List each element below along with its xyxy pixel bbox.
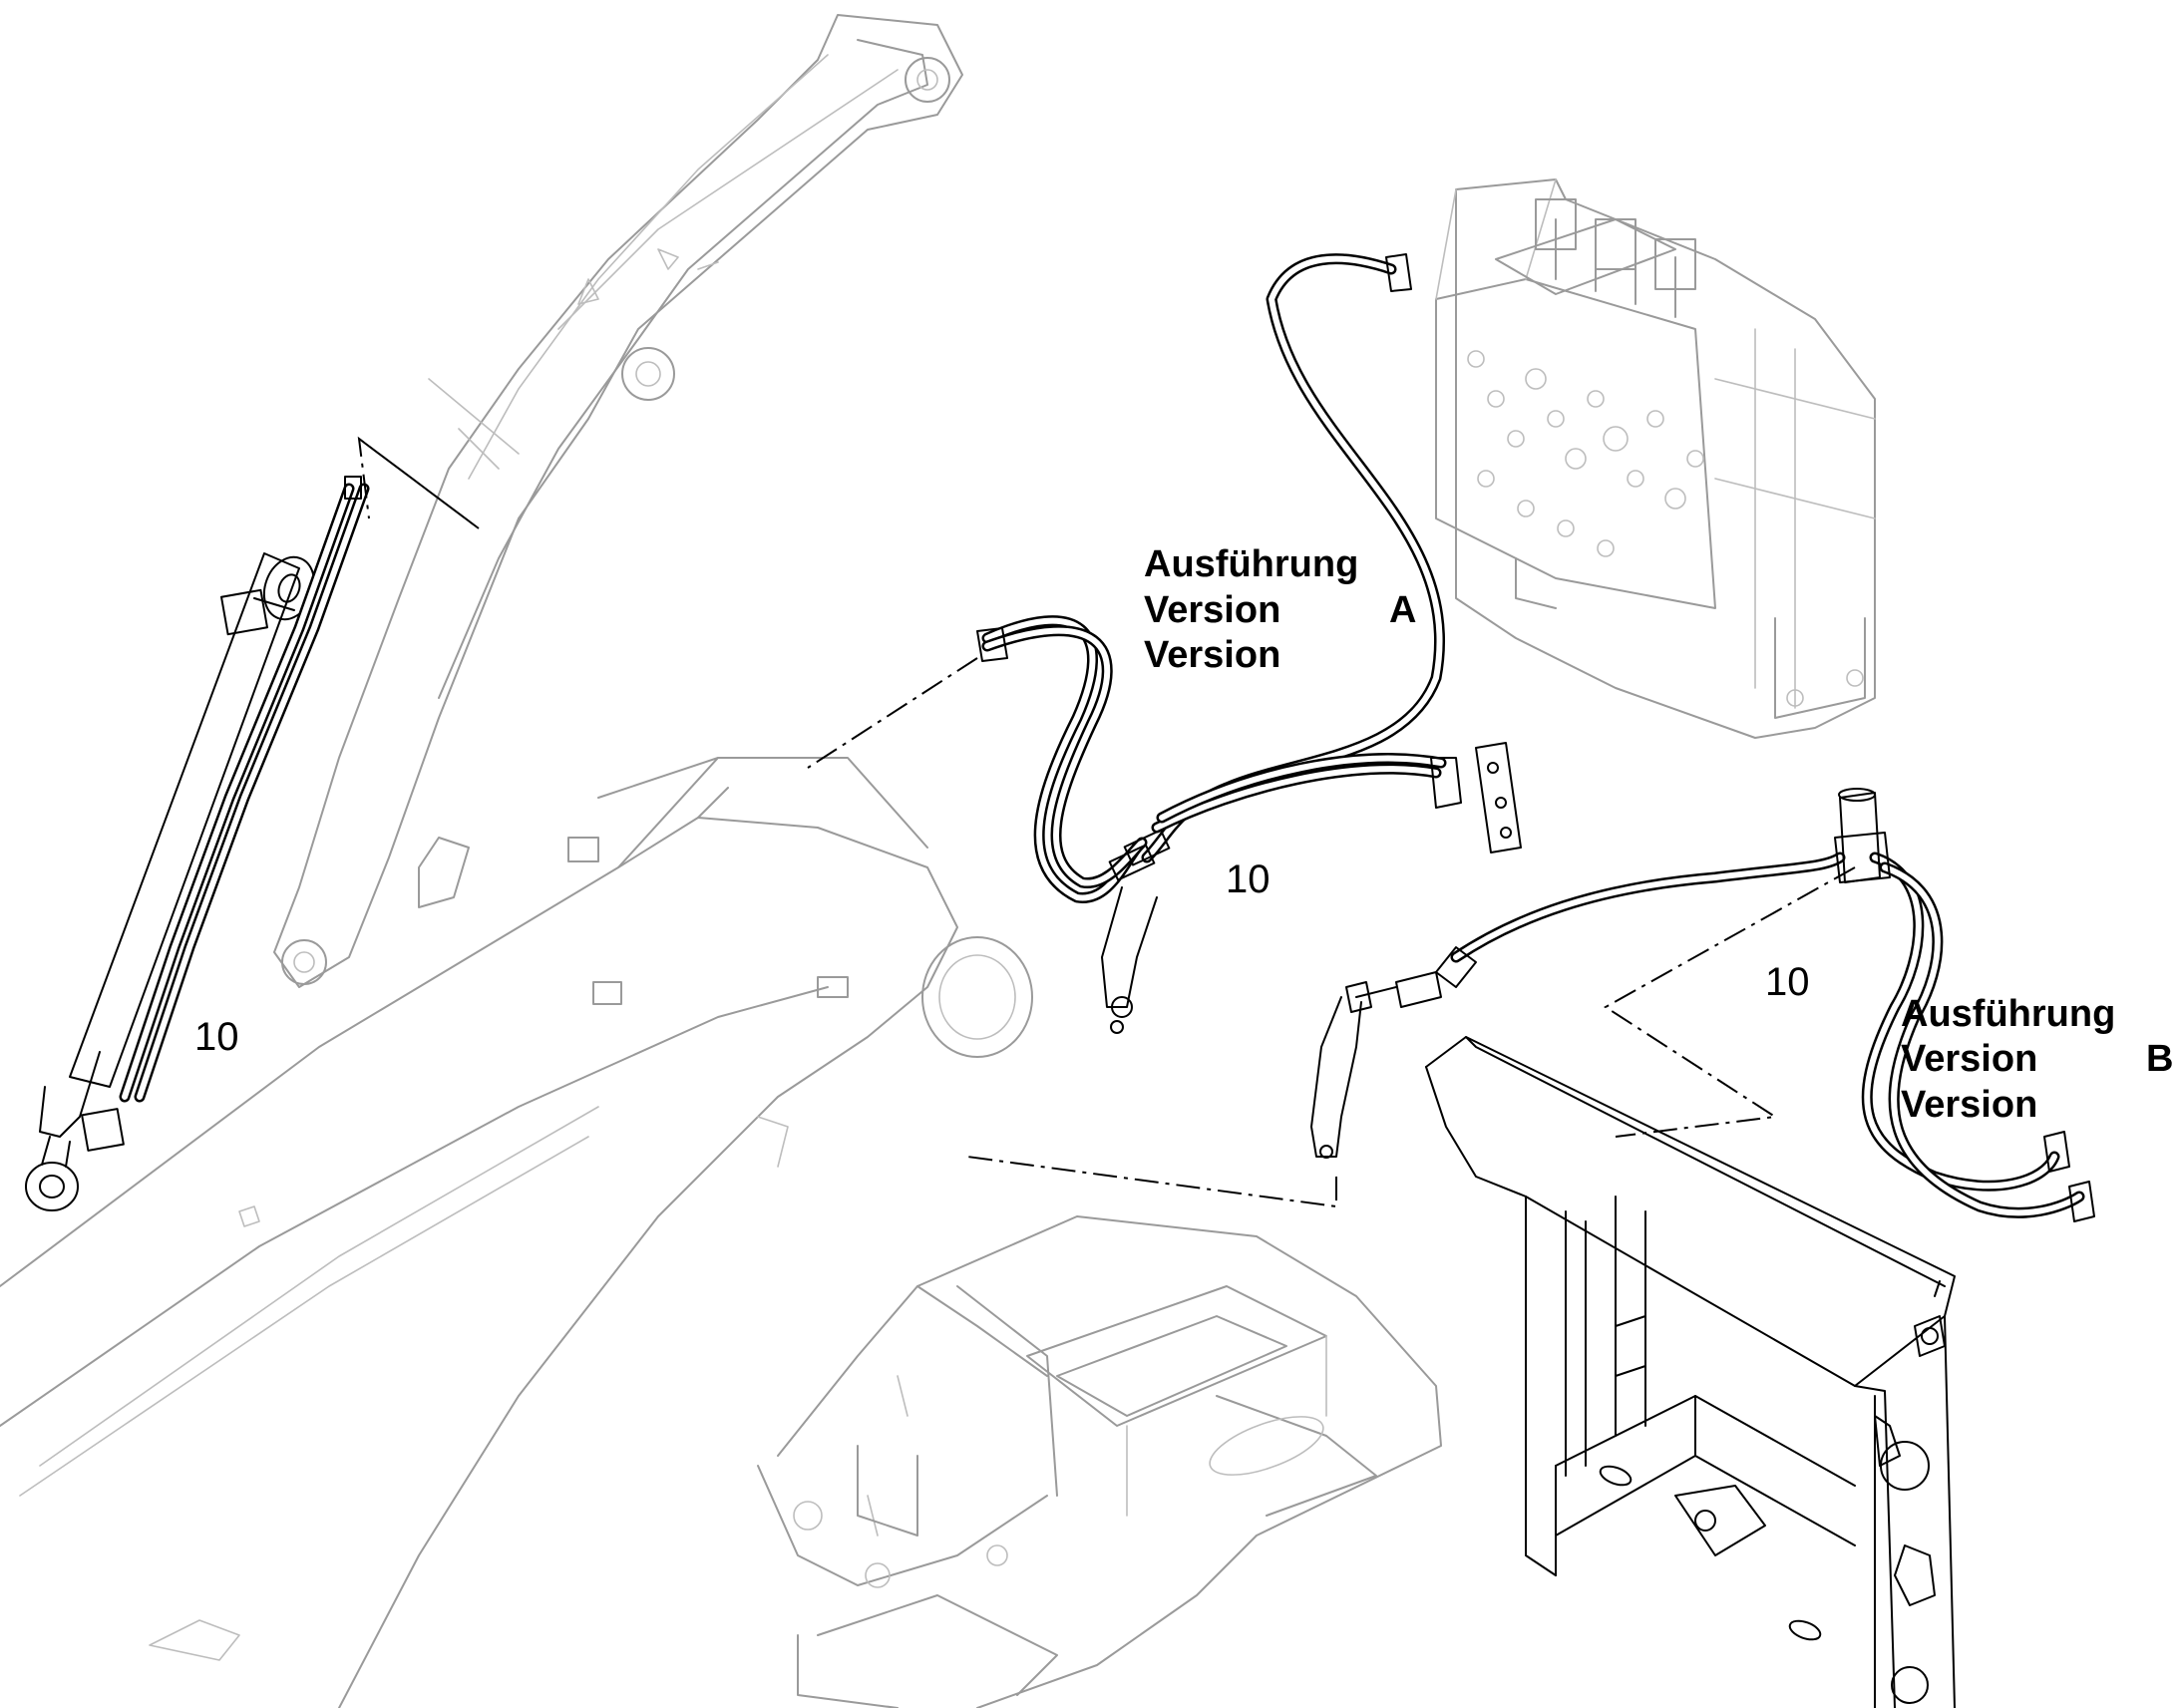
version-a-letter: A: [1389, 589, 1417, 631]
version-b-label-line3: Version: [1901, 1084, 2038, 1126]
version-b-label-line1: Ausführung: [1901, 993, 2116, 1035]
item-number-callout: 10: [1226, 857, 1271, 901]
item-number-callout: 10: [1765, 960, 1810, 1004]
hose-assembly-version-b: [966, 788, 2095, 1222]
control-valve-block: [1435, 178, 1876, 739]
version-a-label-line2: Version: [1144, 589, 1281, 631]
hydraulic-cylinder: [25, 436, 480, 1211]
version-b-label-line2: Version: [1901, 1038, 2038, 1080]
item-number-callout: 10: [194, 1015, 239, 1059]
version-a-label-line3: Version: [1144, 634, 1281, 676]
cab-frame: [1425, 1036, 1956, 1708]
lower-frame-arm: [0, 757, 1033, 1708]
boom-arm: [273, 14, 963, 988]
upper-carriage-frame: [757, 1215, 1442, 1708]
version-a-label-line1: Ausführung: [1144, 543, 1359, 585]
valve-ports: [1467, 350, 1704, 557]
hose-assembly-version-a: [807, 253, 1522, 1034]
version-b-letter: B: [2146, 1038, 2174, 1080]
